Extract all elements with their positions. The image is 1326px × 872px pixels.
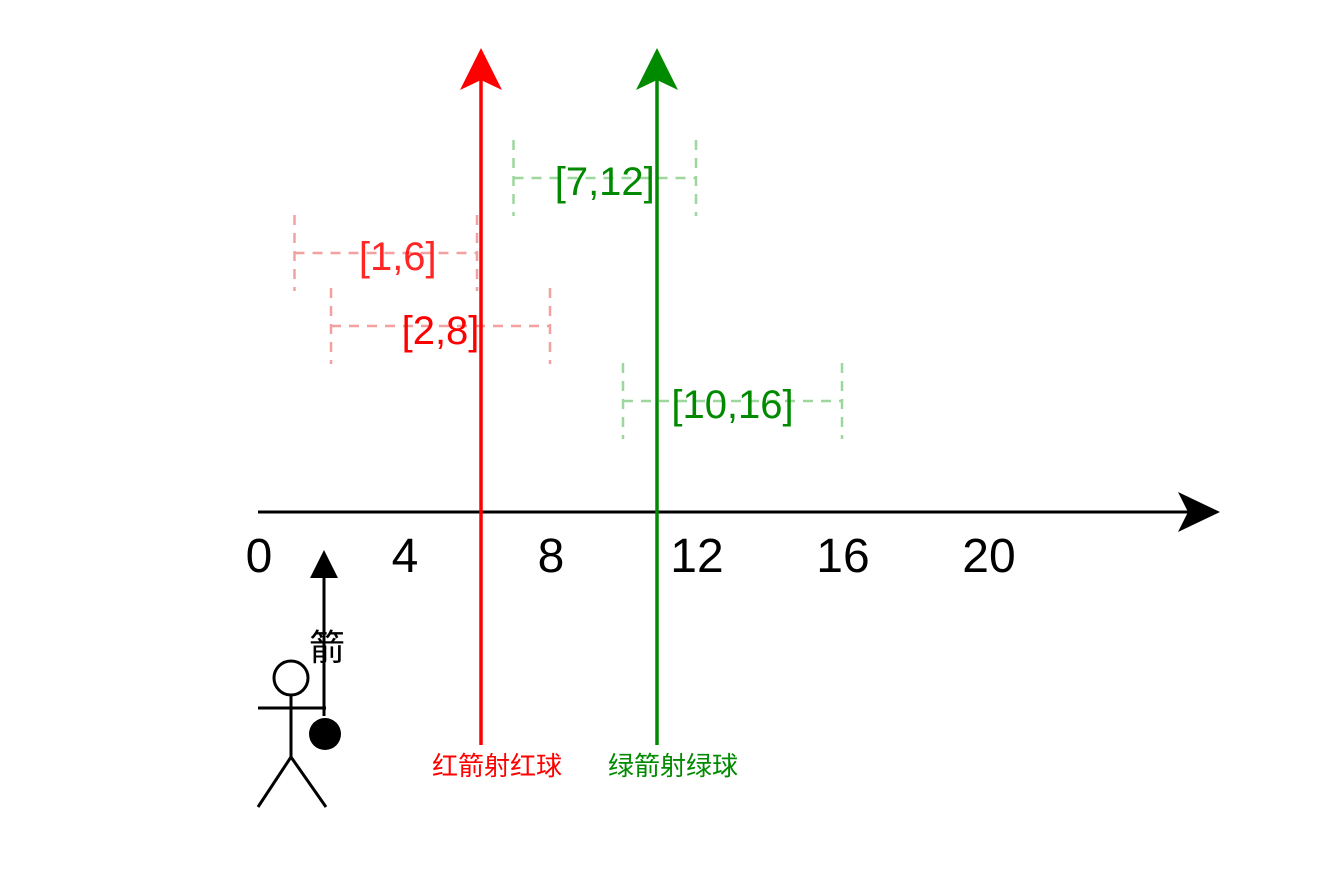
archer-left-leg (256, 756, 293, 808)
archer-ball (309, 718, 341, 750)
interval-label: [7,12] (555, 160, 655, 204)
tick-label: 16 (816, 530, 869, 583)
shooting-arrows: 红箭射红球 绿箭射绿球 (432, 48, 738, 782)
intervals: [1,6] [2,8] [7,12] [10,16] (293, 140, 844, 439)
arrow-head (460, 48, 502, 90)
tick-labels: 0 4 8 12 16 20 (246, 530, 1016, 583)
archer-head (272, 659, 310, 697)
number-line-arrowhead (1178, 492, 1220, 532)
tick-label: 0 (246, 530, 273, 583)
interval-[1,6]: [1,6] (293, 215, 479, 291)
interval-[10,16]: [10,16] (621, 363, 844, 439)
arrow-label: 红箭射红球 (432, 752, 562, 782)
tick-label: 12 (670, 530, 723, 583)
interval-label: [2,8] (402, 309, 480, 353)
tick-label: 8 (538, 530, 565, 583)
archer-arrow-label: 箭 (309, 628, 345, 669)
archer-arrowhead (310, 550, 338, 578)
interval-label: [1,6] (359, 235, 437, 279)
number-line: 0 4 8 12 16 20 (246, 492, 1220, 583)
archer (256, 550, 341, 808)
interval-[7,12]: [7,12] (512, 140, 698, 216)
interval-[2,8]: [2,8] (329, 288, 552, 364)
arrow-green: 绿箭射绿球 (608, 48, 738, 782)
interval-label: [10,16] (671, 383, 793, 427)
arrow-red: 红箭射红球 (432, 48, 562, 782)
arrow-label: 绿箭射绿球 (608, 752, 738, 782)
tick-label: 20 (962, 530, 1015, 583)
tick-label: 4 (392, 530, 419, 583)
arrow-head (636, 48, 678, 90)
archer-right-leg (289, 756, 328, 808)
